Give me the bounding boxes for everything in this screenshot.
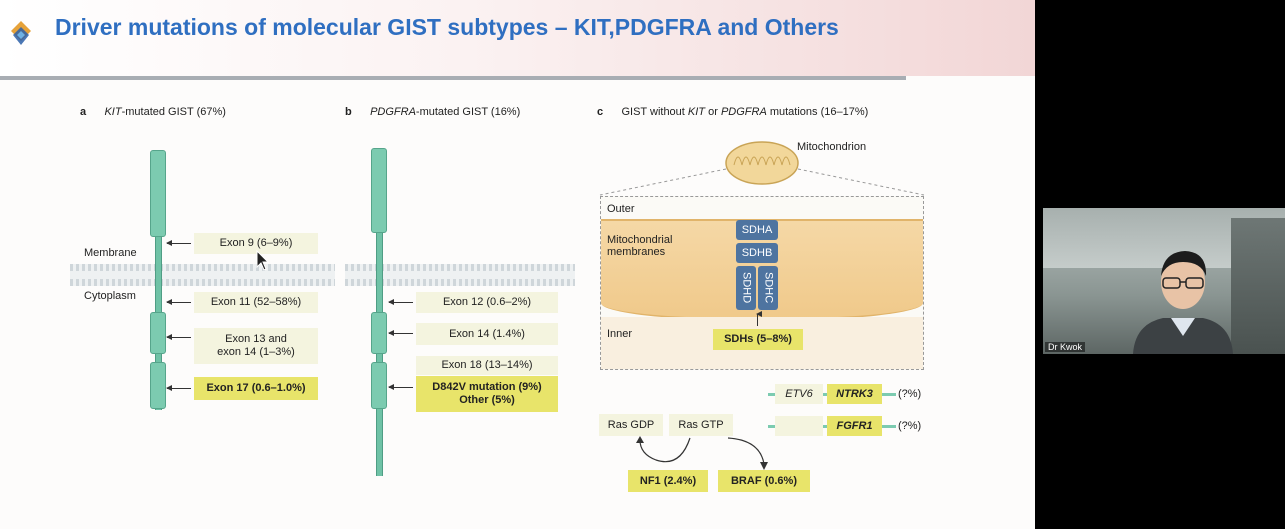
kit-receptor-stalk <box>155 150 162 410</box>
participant-avatar <box>1133 251 1233 354</box>
kit-exon11-box: Exon 11 (52–58%) <box>194 292 318 313</box>
etv6-box: ETV6 <box>775 384 823 404</box>
pdgfra-kinase-domain-2 <box>371 362 387 409</box>
sdhd-subunit: SDHD <box>736 266 756 310</box>
mouse-cursor-icon <box>256 250 270 271</box>
sdhc-subunit: SDHC <box>758 266 778 310</box>
arrow-exon14b <box>388 330 413 336</box>
pdgfra-exon14-box: Exon 14 (1.4%) <box>416 323 558 345</box>
panel-c-heading: c GIST without KIT or PDGFRA mutations (… <box>597 106 869 118</box>
fusion-partner-box <box>775 416 823 436</box>
fgfr1-freq: (?%) <box>898 420 922 432</box>
membranes-label-2: membranes <box>607 246 666 258</box>
ras-gtp-box: Ras GTP <box>669 414 733 436</box>
pdgfra-kinase-domain-1 <box>371 312 387 354</box>
ntrk3-box: NTRK3 <box>827 384 882 404</box>
sdhs-box: SDHs (5–8%) <box>713 329 803 350</box>
membrane-label: Membrane <box>84 247 137 259</box>
sdha-subunit: SDHA <box>736 220 778 240</box>
arrow-exon17 <box>166 385 191 391</box>
arrow-exon11 <box>166 299 191 305</box>
kit-extracellular-domain <box>150 150 166 237</box>
mitochondrion-icon <box>599 141 925 196</box>
slide-header: Driver mutations of molecular GIST subty… <box>0 0 1035 76</box>
ntrk3-freq: (?%) <box>898 388 922 400</box>
outer-label: Outer <box>607 203 635 215</box>
kit-exon9-box: Exon 9 (6–9%) <box>194 233 318 254</box>
cytoplasm-label: Cytoplasm <box>84 290 136 302</box>
sdh-arrow <box>756 311 762 326</box>
ras-gdp-box: Ras GDP <box>599 414 663 436</box>
kit-exon17-box: Exon 17 (0.6–1.0%) <box>194 377 318 400</box>
nf1-box: NF1 (2.4%) <box>628 470 708 492</box>
arrow-exon12 <box>388 299 413 305</box>
cell-membrane-b <box>345 264 575 286</box>
ras-cycle-arrows <box>636 436 768 470</box>
panel-b-heading: b PDGFRA-mutated GIST (16%) <box>345 106 521 118</box>
arrow-exon9 <box>166 240 191 246</box>
panel-a-heading: a KIT-mutated GIST (67%) <box>80 106 226 118</box>
arrow-exon13 <box>166 334 191 340</box>
slide: Driver mutations of molecular GIST subty… <box>0 0 1035 529</box>
header-divider <box>0 76 906 80</box>
membranes-label-1: Mitochondrial <box>607 234 673 246</box>
fgfr1-box: FGFR1 <box>827 416 882 436</box>
mitochondrion-label: Mitochondrion <box>797 141 867 153</box>
video-side-object <box>1231 218 1285 354</box>
kit-kinase-domain-1 <box>150 312 166 354</box>
participant-video-tile[interactable]: Dr Kwok <box>1043 208 1285 354</box>
participant-name: Dr Kwok <box>1045 342 1086 352</box>
sdhb-subunit: SDHB <box>736 243 778 263</box>
logo-icon <box>11 21 31 45</box>
pdgfra-exon18-box: Exon 18 (13–14%) <box>416 356 558 375</box>
braf-box: BRAF (0.6%) <box>718 470 810 492</box>
kit-kinase-domain-2 <box>150 362 166 409</box>
pdgfra-extracellular-domain <box>371 148 387 233</box>
slide-title: Driver mutations of molecular GIST subty… <box>55 14 839 40</box>
arrow-exon18 <box>388 384 413 390</box>
cell-membrane-a <box>70 264 335 286</box>
inner-label: Inner <box>607 328 633 340</box>
pdgfra-exon12-box: Exon 12 (0.6–2%) <box>416 292 558 313</box>
pdgfra-d842v-box: D842V mutation (9%)Other (5%) <box>416 376 558 412</box>
